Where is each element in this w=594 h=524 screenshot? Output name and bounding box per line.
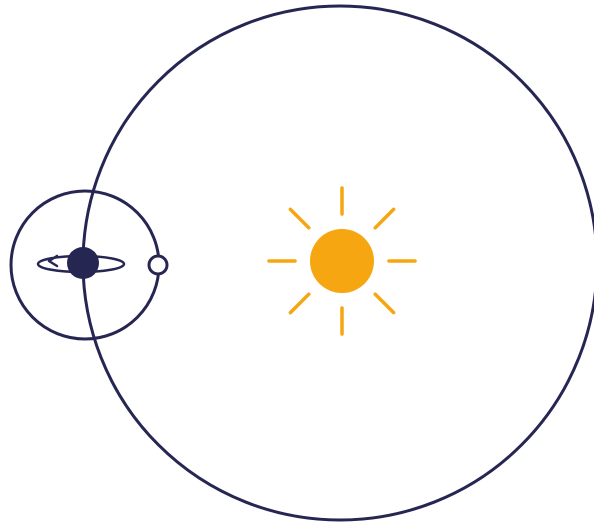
earth-icon: [38, 247, 124, 279]
sun-ray: [290, 209, 308, 227]
sun-ray: [290, 294, 308, 312]
moon-icon: [149, 256, 167, 274]
sun-core: [310, 229, 374, 293]
sun-icon: [269, 188, 415, 334]
sun-ray: [375, 209, 393, 227]
earth-body: [67, 247, 99, 279]
sun-ray: [375, 294, 393, 312]
moon-body: [149, 256, 167, 274]
